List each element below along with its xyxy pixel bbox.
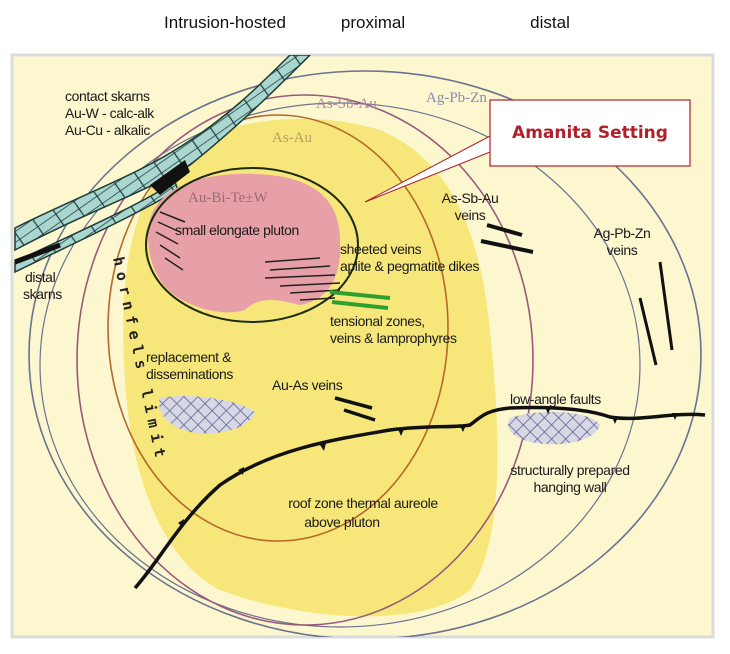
header-proximal: proximal xyxy=(341,13,405,32)
label-distal-skarns: distal xyxy=(25,269,56,285)
header-distal: distal xyxy=(530,13,570,32)
label-low-angle-faults: low-angle faults xyxy=(510,391,601,407)
au-as-vein xyxy=(334,396,373,410)
inner-zone-ring xyxy=(107,114,449,542)
green-vein xyxy=(331,300,389,310)
label-tensional: tensional zones, xyxy=(330,313,425,329)
as-sb-au-vein xyxy=(486,223,523,237)
pluton xyxy=(148,173,341,313)
label-hanging-wall: structurally prepared xyxy=(510,462,629,478)
label-hanging-wall: hanging wall xyxy=(533,479,606,495)
header-intrusion-hosted: Intrusion-hosted xyxy=(164,13,286,32)
distal-skarn-ore xyxy=(14,242,61,265)
zone-label-outer: Ag-Pb-Zn xyxy=(426,90,487,106)
green-vein xyxy=(329,290,391,300)
hornfels-limit-ring xyxy=(39,102,641,628)
label-as-sb-au-veins: As-Sb-Au xyxy=(442,190,499,206)
low-angle-fault xyxy=(133,405,706,590)
callout-box xyxy=(489,99,691,167)
outer-zone-ring xyxy=(28,70,702,637)
label-contact-skarns: contact skarns xyxy=(65,88,150,104)
ag-pb-zn-vein xyxy=(638,297,658,366)
callout-text: Amanita Setting xyxy=(512,123,668,143)
label-sheeted: aplite & pegmatite dikes xyxy=(340,258,479,274)
zone-label-inner: As-Au xyxy=(272,130,312,146)
label-sheeted: sheeted veins xyxy=(340,241,422,257)
middle-zone-ring xyxy=(76,94,534,626)
label-replacement: disseminations xyxy=(146,366,233,382)
label-ag-pb-zn-veins: Ag-Pb-Zn xyxy=(594,225,651,241)
label-roof-zone: above pluton xyxy=(304,514,379,530)
skarn-band xyxy=(14,55,312,252)
as-sb-au-vein xyxy=(480,239,534,254)
fault-teeth xyxy=(178,407,678,527)
au-as-vein xyxy=(343,408,376,422)
zone-label-middle: As-Sb-Au xyxy=(316,96,377,112)
label-ag-pb-zn-veins: veins xyxy=(607,242,638,258)
pluton-outline xyxy=(145,167,359,323)
label-contact-skarns: Au-W - calc-alk xyxy=(65,105,155,121)
replacement-zone xyxy=(159,395,255,434)
label-roof-zone: roof zone thermal aureole xyxy=(288,495,438,511)
label-as-sb-au-veins: veins xyxy=(455,207,486,223)
label-tensional: veins & lamprophyres xyxy=(330,330,457,346)
label-pluton: small elongate pluton xyxy=(175,222,299,238)
label-replacement: replacement & xyxy=(146,349,232,365)
label-distal-skarns: skarns xyxy=(23,286,62,302)
hanging-wall-zone xyxy=(508,411,600,445)
skarn-ore-body xyxy=(150,160,190,195)
label-contact-skarns: Au-Cu - alkalic xyxy=(65,122,150,138)
zone-label-pluton: Au-Bi-Te±W xyxy=(188,190,269,206)
label-au-as-veins: Au-As veins xyxy=(272,377,343,393)
ag-pb-zn-vein xyxy=(658,261,674,351)
